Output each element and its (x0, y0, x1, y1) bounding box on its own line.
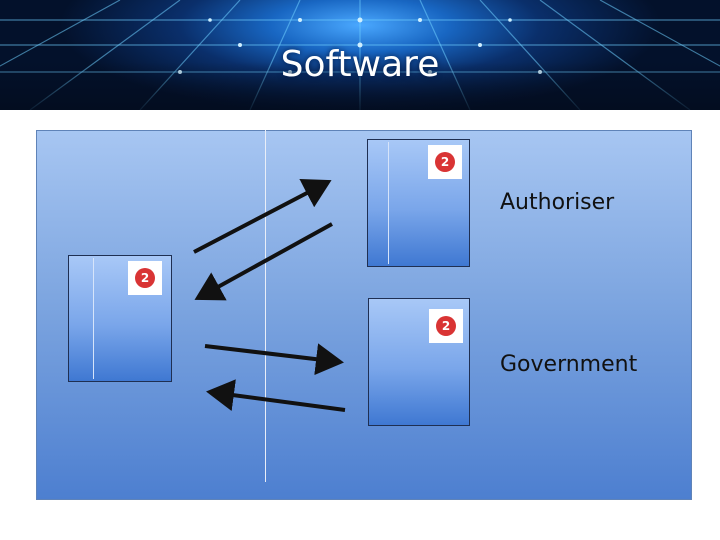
vertical-divider (265, 130, 266, 482)
arrow-from-government (206, 379, 346, 412)
government-label: Government (500, 352, 638, 377)
arrow-to-authoriser (193, 178, 332, 254)
page-title: Software (280, 44, 440, 85)
title-banner: Software (0, 0, 720, 110)
government-node-badge: 2 (429, 309, 463, 343)
left-node-badge: 2 (128, 261, 162, 295)
authoriser-label: Authoriser (500, 190, 615, 215)
banner-shadow (0, 62, 720, 110)
arrow-from-authoriser (194, 222, 333, 301)
badge-icon: 2 (435, 152, 455, 172)
arrow-to-government (204, 343, 344, 376)
authoriser-node-inner-line (388, 142, 389, 264)
badge-icon: 2 (436, 316, 456, 336)
badge-icon: 2 (135, 268, 155, 288)
authoriser-node-badge: 2 (428, 145, 462, 179)
left-node-inner-line (93, 258, 94, 379)
